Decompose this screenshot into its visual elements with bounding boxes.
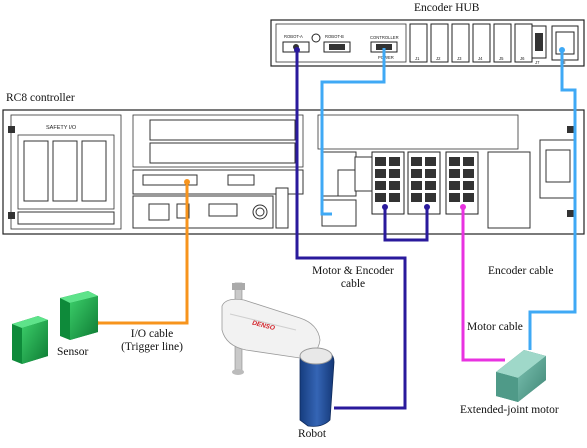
io-cable-label-line1: I/O cable (130, 328, 174, 340)
terminal-block-1 (371, 151, 405, 215)
hub-robot-b-text: ROBOT-B (325, 34, 344, 39)
motor-encoder-cable-label-line1: Motor & Encoder (312, 265, 394, 277)
hub-port-j6: J6 (520, 56, 525, 61)
rc8-controller (2, 109, 585, 235)
safety-io-text: SAFETY I/O (46, 125, 77, 131)
encoder-cable-label: Encoder cable (488, 265, 554, 277)
terminal-block-3 (445, 151, 479, 215)
sensor-left (12, 316, 48, 364)
encoder-cable (320, 48, 577, 350)
io-cable-label: I/O cable (Trigger line) (112, 328, 192, 354)
hub-controller-text: CONTROLLER (370, 35, 399, 40)
hub-robot-b-port (323, 41, 351, 53)
hub-port-j8: J8 (561, 60, 566, 65)
extended-joint-motor-label: Extended-joint motor (460, 404, 559, 416)
motor-cable-label: Motor cable (467, 321, 523, 333)
hub-port-j4: J4 (478, 56, 483, 61)
motor-encoder-cable (295, 50, 429, 410)
terminal-block-2 (407, 151, 441, 215)
rc8-controller-label: RC8 controller (6, 92, 75, 104)
hub-robot-a-text: ROBOT-A (284, 34, 303, 39)
robot-label: Robot (298, 428, 327, 440)
motor-encoder-cable-label-line2: cable (340, 278, 366, 290)
sensor-right (60, 291, 98, 340)
robot (221, 282, 335, 427)
io-cable-label-line2: (Trigger line) (121, 341, 183, 353)
hub-port-j3: J3 (457, 56, 462, 61)
hub-port-j7: J7 (535, 60, 540, 65)
hub-j-connectors (409, 23, 579, 63)
hub-power-text: POWER (378, 55, 394, 60)
extended-joint-motor (496, 350, 546, 402)
sensor-label: Sensor (57, 346, 89, 358)
encoder-hub-label: Encoder HUB (414, 2, 480, 14)
io-cable (96, 182, 189, 325)
motor-encoder-cable-label: Motor & Encoder cable (305, 265, 401, 291)
hub-port-j1: J1 (415, 56, 420, 61)
hub-port-j2: J2 (436, 56, 441, 61)
motor-cable (461, 207, 505, 362)
hub-device-text: ROBOT-A ROBOT-B CONTROLLER POWER J1 J2 J… (284, 34, 566, 65)
hub-port-j5: J5 (499, 56, 504, 61)
